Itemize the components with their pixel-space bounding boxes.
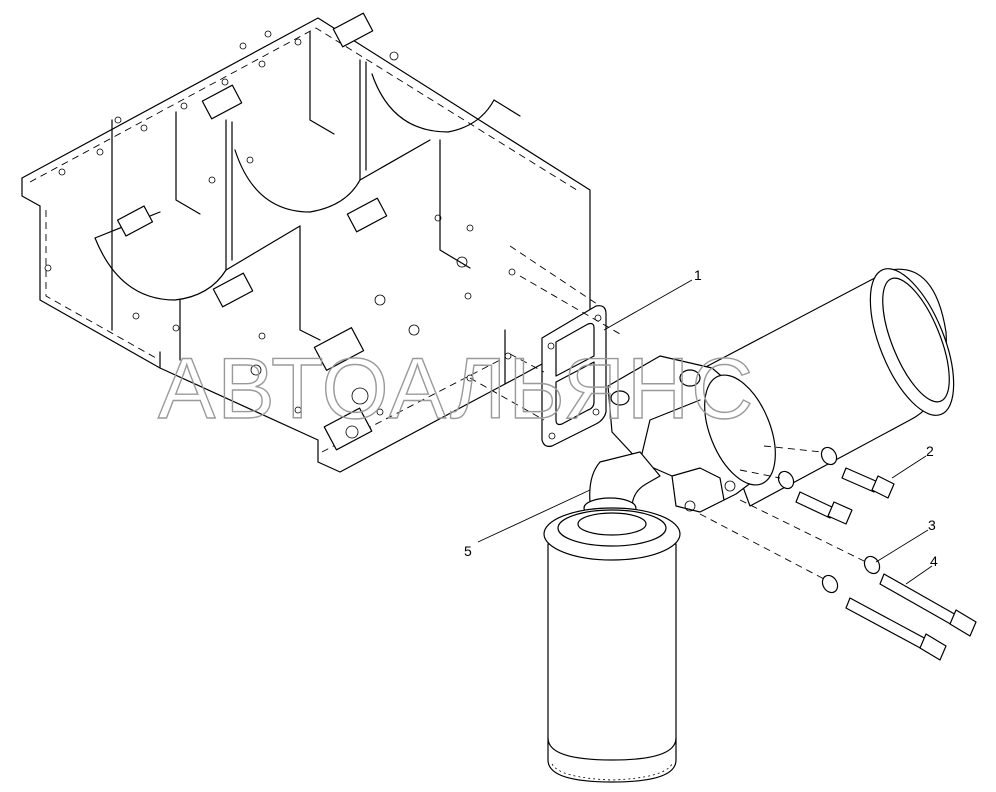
- engine-block: [21, 12, 591, 473]
- gasket: [541, 305, 607, 447]
- callout-5: 5: [464, 543, 472, 559]
- callout-4: 4: [930, 553, 938, 569]
- oil-cooler-housing: [583, 268, 955, 519]
- watermark-text: АВТОАЛЬЯНС: [158, 341, 755, 437]
- callout-1: 1: [694, 267, 702, 283]
- fasteners: [777, 446, 977, 661]
- callout-3: 3: [928, 517, 936, 533]
- callout-2: 2: [926, 443, 934, 459]
- callout-leaders: [477, 279, 933, 585]
- oil-filter: [543, 507, 681, 783]
- assembly-lines: [469, 245, 867, 581]
